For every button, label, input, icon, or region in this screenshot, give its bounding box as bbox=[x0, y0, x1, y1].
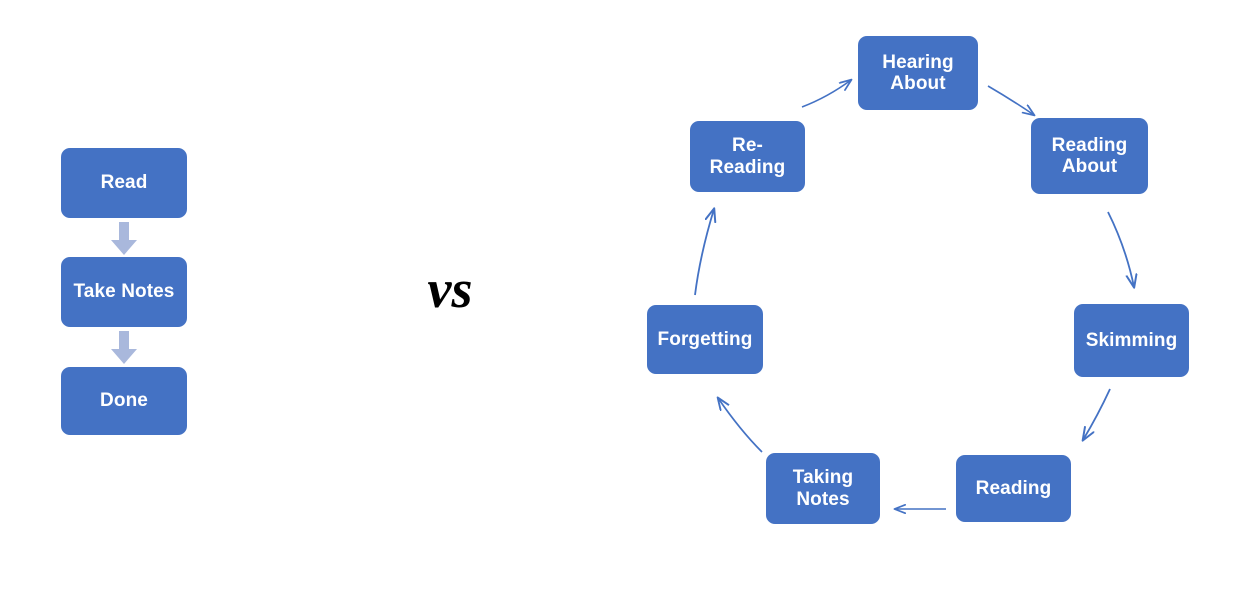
node-hearing-about-label: Hearing About bbox=[882, 51, 954, 94]
block-arrow-read-to-take-notes bbox=[111, 222, 137, 255]
node-hearing-about[interactable]: Hearing About bbox=[858, 36, 978, 110]
node-reading[interactable]: Reading bbox=[956, 455, 1071, 522]
node-forgetting[interactable]: Forgetting bbox=[647, 305, 763, 374]
arrow-reading-about-to-skimming bbox=[1107, 211, 1134, 287]
node-take-notes-label: Take Notes bbox=[73, 281, 175, 303]
node-done-label: Done bbox=[100, 390, 148, 412]
arrow-skimming-to-reading bbox=[1083, 388, 1111, 440]
node-skimming-label: Skimming bbox=[1085, 329, 1178, 351]
arrow-forgetting-to-re-reading bbox=[694, 209, 714, 296]
node-reading-about[interactable]: Reading About bbox=[1031, 118, 1148, 194]
node-read[interactable]: Read bbox=[61, 148, 187, 218]
node-read-label: Read bbox=[100, 172, 148, 194]
block-arrow-take-notes-to-done bbox=[111, 331, 137, 364]
node-re-reading[interactable]: Re- Reading bbox=[690, 121, 805, 192]
arrow-taking-notes-to-forgetting bbox=[718, 398, 763, 453]
node-taking-notes[interactable]: Taking Notes bbox=[766, 453, 880, 524]
versus-separator-label: vs bbox=[427, 259, 473, 319]
arrow-hearing-about-to-reading-about bbox=[987, 85, 1034, 115]
node-forgetting-label: Forgetting bbox=[657, 328, 753, 350]
arrow-re-reading-to-hearing-about bbox=[801, 80, 851, 108]
node-taking-notes-label: Taking Notes bbox=[792, 467, 854, 510]
node-reading-about-label: Reading About bbox=[1051, 134, 1128, 177]
node-reading-label: Reading bbox=[975, 477, 1052, 499]
node-take-notes[interactable]: Take Notes bbox=[61, 257, 187, 327]
node-skimming[interactable]: Skimming bbox=[1074, 304, 1189, 377]
node-re-reading-label: Re- Reading bbox=[709, 135, 786, 178]
node-done[interactable]: Done bbox=[61, 367, 187, 435]
